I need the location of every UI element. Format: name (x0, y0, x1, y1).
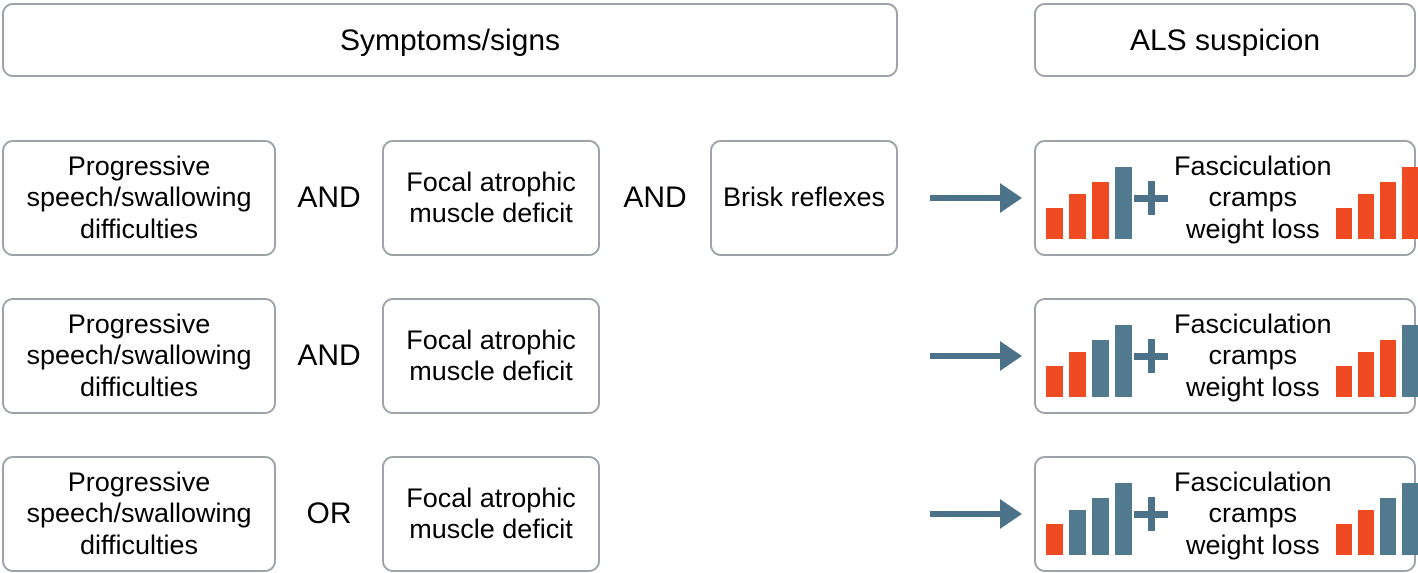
row-2-symptom-focal-label: Focal atrophic muscle deficit (406, 324, 576, 386)
row-1-result-line-1: Fasciculation (1174, 151, 1332, 182)
row-3-arrow-shaft (930, 511, 1000, 517)
row-3-symptom-focal-label: Focal atrophic muscle deficit (406, 482, 576, 544)
bar-3 (1379, 182, 1396, 239)
bar-4 (1115, 167, 1132, 239)
row-3-result-text: Fasciculation cramps weight loss (1170, 467, 1336, 561)
row-1-arrow-icon (930, 183, 1022, 213)
row-1-symptom-brisk-label: Brisk reflexes (722, 182, 886, 213)
bar-2 (1069, 510, 1086, 555)
bar-1 (1335, 208, 1352, 239)
header-symptoms-label: Symptoms/signs (339, 23, 561, 57)
bar-4 (1401, 167, 1418, 239)
row-2-symptom-progressive: Progressive speech/swallowing difficulti… (2, 298, 276, 414)
row-1-connector-2-label: AND (623, 181, 687, 214)
bar-2 (1357, 352, 1374, 397)
row-3-arrow-icon (930, 499, 1022, 529)
row-3-symptom-progressive: Progressive speech/swallowing difficulti… (2, 456, 276, 572)
row-3-right-minibar-chart (1335, 473, 1418, 555)
row-1-connector-2: AND (610, 140, 700, 256)
row-1-left-minibar-chart (1046, 157, 1132, 239)
row-2-connector-1: AND (286, 298, 372, 414)
row-1-connector-1: AND (286, 140, 372, 256)
row-2-arrow-head (1000, 341, 1022, 371)
row-1-symptom-focal-label: Focal atrophic muscle deficit (406, 166, 576, 228)
row-2-arrow-shaft (930, 353, 1000, 359)
row-3-result-line-2: cramps (1208, 498, 1298, 529)
row-2-arrow-icon (930, 341, 1022, 371)
row-3-symptom-progressive-label: Progressive speech/swallowing difficulti… (26, 467, 252, 560)
row-1-symptom-progressive: Progressive speech/swallowing difficulti… (2, 140, 276, 256)
row-2-result-text: Fasciculation cramps weight loss (1170, 309, 1336, 403)
bar-2 (1357, 194, 1374, 239)
row-1-arrow-head (1000, 183, 1022, 213)
header-symptoms-signs: Symptoms/signs (2, 3, 898, 77)
row-1-plus-icon (1134, 181, 1168, 215)
bar-3 (1379, 498, 1396, 555)
bar-3 (1092, 340, 1109, 397)
row-2-result-line-3: weight loss (1186, 371, 1320, 402)
bar-3 (1379, 340, 1396, 397)
bar-2 (1069, 194, 1086, 239)
row-2-right-minibar-chart (1335, 315, 1418, 397)
row-2-result-box: Fasciculation cramps weight loss (1034, 298, 1418, 414)
row-3-connector-1: OR (286, 456, 372, 572)
row-3-plus-icon (1134, 497, 1168, 531)
row-2-connector-1-label: AND (297, 339, 361, 372)
bar-3 (1092, 498, 1109, 555)
bar-1 (1335, 366, 1352, 397)
bar-1 (1046, 366, 1063, 397)
row-1-symptom-brisk: Brisk reflexes (710, 140, 898, 256)
row-3-arrow-head (1000, 499, 1022, 529)
row-1-arrow-shaft (930, 195, 1000, 201)
row-3-left-minibar-chart (1046, 473, 1132, 555)
bar-2 (1069, 352, 1086, 397)
header-als-label: ALS suspicion (1129, 23, 1321, 57)
bar-4 (1401, 483, 1418, 555)
bar-4 (1401, 325, 1418, 397)
row-3-result-line-3: weight loss (1186, 529, 1320, 560)
row-2-plus-icon (1134, 339, 1168, 373)
bar-3 (1092, 182, 1109, 239)
row-1-connector-1-label: AND (297, 181, 361, 214)
row-3-symptom-focal: Focal atrophic muscle deficit (382, 456, 600, 572)
row-2-left-minibar-chart (1046, 315, 1132, 397)
row-1-result-text: Fasciculation cramps weight loss (1170, 151, 1336, 245)
bar-1 (1046, 208, 1063, 239)
row-2-symptom-focal: Focal atrophic muscle deficit (382, 298, 600, 414)
row-1-symptom-focal: Focal atrophic muscle deficit (382, 140, 600, 256)
bar-1 (1335, 524, 1352, 555)
row-3-result-box: Fasciculation cramps weight loss (1034, 456, 1418, 572)
row-3-connector-1-label: OR (306, 497, 352, 530)
row-3-result-line-1: Fasciculation (1174, 467, 1332, 498)
row-1-result-line-3: weight loss (1186, 213, 1320, 244)
row-1-result-box: Fasciculation cramps weight loss (1034, 140, 1418, 256)
row-1-result-line-2: cramps (1208, 182, 1298, 213)
row-1-symptom-progressive-label: Progressive speech/swallowing difficulti… (26, 151, 252, 244)
bar-2 (1357, 510, 1374, 555)
row-2-result-line-1: Fasciculation (1174, 309, 1332, 340)
bar-4 (1115, 483, 1132, 555)
row-2-result-line-2: cramps (1208, 340, 1298, 371)
row-2-symptom-progressive-label: Progressive speech/swallowing difficulti… (26, 309, 252, 402)
header-als-suspicion: ALS suspicion (1034, 3, 1416, 77)
bar-1 (1046, 524, 1063, 555)
row-1-right-minibar-chart (1335, 157, 1418, 239)
bar-4 (1115, 325, 1132, 397)
